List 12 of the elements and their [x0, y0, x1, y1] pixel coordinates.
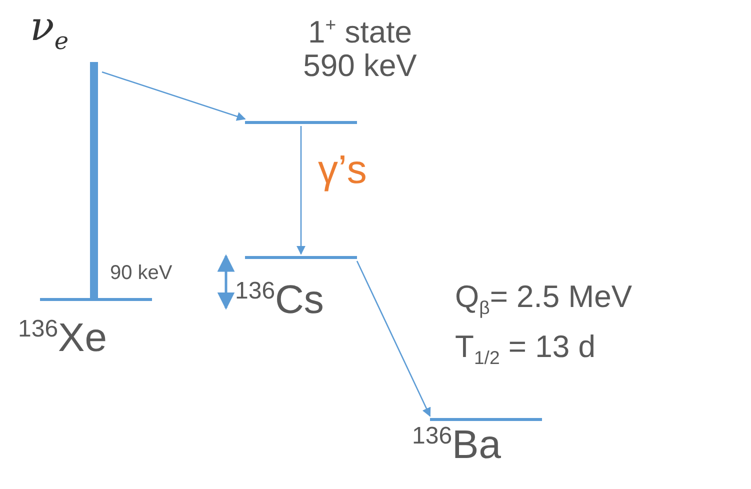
edge-label: γ’s [318, 148, 367, 192]
state-label: 1$^{+}$ state 590 keV [302, 15, 418, 84]
half-life-label: T$_{1/2}$ = 13 d [455, 330, 596, 369]
nucleus-label: $^{136}$Xe [18, 316, 107, 360]
nucleus-label: $^{136}$Cs [235, 278, 324, 322]
arrow [356, 260, 431, 417]
particle-label: ν$_{e}$ [30, 5, 69, 54]
arrow [296, 126, 306, 255]
arrow [102, 71, 246, 121]
q-value-label: Q$_{β}$= 2.5 MeV [455, 280, 632, 319]
nucleus-label: $^{136}$Ba [412, 423, 501, 467]
dimension-label: 90 keV [110, 262, 172, 284]
